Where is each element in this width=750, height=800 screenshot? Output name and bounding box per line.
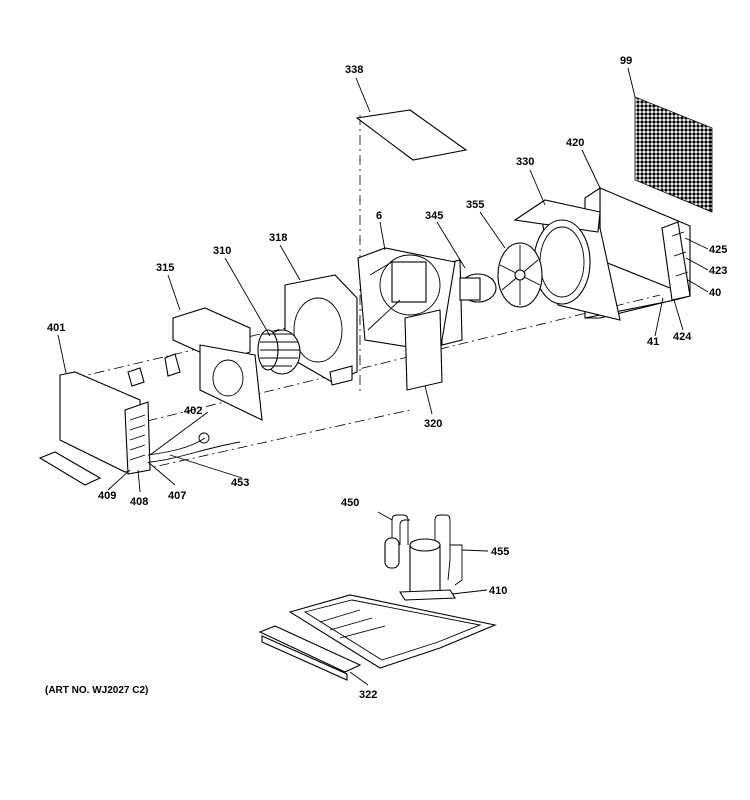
part-top-panel: [355, 109, 468, 161]
part-evaporator-coil: [59, 371, 151, 475]
callout-315: 315: [156, 262, 174, 274]
callout-6: 6: [376, 210, 382, 222]
part-tubing-450: [391, 514, 451, 581]
callout-402: 402: [184, 405, 202, 417]
part-base-pan: [288, 594, 497, 669]
leader-lines: [57, 67, 709, 686]
callout-425: 425: [709, 244, 727, 256]
part-air-duct: [172, 307, 263, 421]
callout-423: 423: [709, 265, 727, 277]
part-small-clips: [127, 353, 181, 387]
part-drain-pan-left: [38, 451, 102, 486]
callout-310: 310: [213, 245, 231, 257]
callout-455: 455: [491, 546, 509, 558]
callout-318: 318: [269, 232, 287, 244]
callout-407: 407: [168, 490, 186, 502]
part-side-panel-right: [661, 221, 691, 301]
callout-41: 41: [647, 336, 659, 348]
callout-410: 410: [489, 585, 507, 597]
callout-99: 99: [620, 55, 632, 67]
callout-labels: 99 338 420 330 355 345 6 318 310 315 401…: [47, 55, 727, 701]
part-accumulator: [384, 537, 400, 569]
part-control-panel: [404, 309, 443, 391]
part-condenser-shroud: [513, 199, 621, 321]
callout-401: 401: [47, 322, 65, 334]
part-grille-mesh: [634, 96, 713, 213]
part-refrigerant-tubing: [147, 432, 241, 463]
callout-320: 320: [424, 418, 442, 430]
callout-40: 40: [709, 287, 721, 299]
callout-355: 355: [466, 199, 484, 211]
part-base-rail: [258, 625, 362, 681]
callout-453: 453: [231, 477, 249, 489]
callout-420: 420: [566, 137, 584, 149]
callout-424: 424: [673, 331, 692, 343]
callout-408: 408: [130, 496, 148, 508]
part-fan-blade: [497, 242, 543, 308]
callout-409: 409: [98, 490, 116, 502]
art-number: (ART NO. WJ2027 C2): [45, 685, 148, 696]
part-compressor: [399, 519, 456, 601]
part-blower-wheel: [257, 329, 301, 375]
callout-338: 338: [345, 64, 363, 76]
part-blower-housing: [284, 274, 358, 386]
callout-345: 345: [425, 210, 443, 222]
callout-450: 450: [341, 497, 359, 509]
callout-322: 322: [359, 689, 377, 701]
callout-330: 330: [516, 156, 534, 168]
part-tubing-455: [450, 544, 463, 586]
